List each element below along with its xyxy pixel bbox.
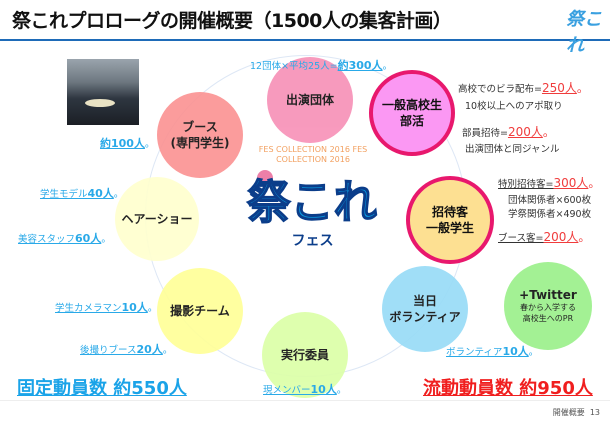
corner-logo: 祭これ: [566, 9, 602, 56]
note-value: 250人: [541, 81, 577, 95]
circle-label: 出演団体: [285, 92, 334, 107]
note-period: 。: [147, 303, 158, 314]
circle-guests: 招待客一般学生: [406, 176, 494, 264]
note-text: 美容スタッフ: [18, 234, 76, 245]
circle-label: (専門学生): [170, 136, 230, 150]
note-value: 約300人: [337, 59, 383, 72]
afterbooth-note: 後撮りブース20人。: [80, 341, 172, 357]
circle-label: ブース: [182, 119, 218, 134]
fes-collection-logo: 祭これ: [246, 170, 378, 228]
circle-label: 部活: [399, 114, 424, 128]
note-value: 200人: [543, 230, 579, 244]
note-value: 40人: [87, 187, 114, 200]
note-period: 。: [576, 81, 589, 95]
circle-label: +Twitter: [519, 288, 577, 303]
note-value: 10人: [121, 301, 148, 314]
model-note: 学生モデル40人。: [40, 185, 123, 201]
note-value: 60人: [75, 232, 102, 245]
title-divider: [0, 39, 610, 41]
note-text: 現メンバー: [263, 385, 311, 396]
note-period: 。: [588, 176, 601, 190]
logo-ring-text: FES COLLECTION 2016 FES COLLECTION 2016: [258, 145, 368, 164]
circle-label: 高校生へのPR: [522, 314, 574, 324]
sakura-icon: [257, 170, 273, 186]
circle-hairshow: ヘアーショー: [115, 177, 199, 261]
circle-committee: 実行委員: [262, 312, 348, 398]
boothguest-note: ブース客=200人。: [498, 228, 590, 245]
logo-wordmark: 祭これ: [247, 175, 377, 228]
fixed-total: 固定動員数 約550人: [17, 378, 187, 399]
note-text: 高校でのビラ配布=: [458, 84, 542, 95]
circle-label: ヘアーショー: [121, 211, 193, 226]
circle-label: 一般学生: [425, 221, 474, 235]
circle-label: 春から入学する: [520, 303, 576, 313]
circle-performers: 出演団体: [267, 57, 353, 143]
note-text: 後撮りブース: [80, 345, 137, 356]
club-note: 部員招待=200人。: [462, 123, 555, 140]
note-text: ボランティア: [446, 347, 503, 358]
performers-note: 12団体×平均25人=約300人。: [250, 57, 392, 73]
circle-label: 一般高校生: [381, 97, 442, 112]
note-period: 。: [542, 125, 555, 139]
logo-sub: フェス: [291, 233, 334, 249]
note-period: 。: [101, 234, 111, 245]
note-text: 12団体×平均25人=: [250, 61, 338, 72]
note-value: 10人: [502, 345, 529, 358]
volunteer-note: ボランティア10人。: [446, 343, 538, 359]
beauty-note: 美容スタッフ60人。: [18, 230, 111, 246]
circle-volunteers: 当日ボランティア: [382, 266, 468, 352]
circle-photo-team: 撮影チーム: [157, 268, 243, 354]
footer-section: 開催概要: [552, 408, 585, 417]
circle-label: 実行委員: [280, 347, 329, 362]
circle-label: 撮影チーム: [170, 303, 230, 318]
genre-note: 出演団体と同ジャンル: [465, 144, 560, 155]
note-text: ブース客=: [498, 233, 544, 244]
page-title: 祭これプロローグの開催概要（1500人の集客計画）: [12, 10, 452, 32]
note-value: 200人: [507, 125, 543, 139]
note-period: 。: [113, 189, 124, 200]
footer-divider: [0, 400, 610, 401]
circle-label: 招待客: [431, 204, 468, 219]
circle-label: ボランティア: [389, 310, 461, 324]
flyer-note: 高校でのビラ配布=250人。: [458, 79, 589, 96]
note-period: 。: [144, 139, 155, 150]
special-note: 特別招待客=300人。: [498, 174, 600, 191]
note-period: 。: [382, 61, 393, 72]
booth-note: 約100人。: [100, 135, 154, 151]
venue-photo: [67, 59, 139, 125]
circle-booth: ブース (専門学生): [157, 92, 243, 178]
circle-label: 当日: [412, 293, 437, 308]
note-text: 部員招待=: [462, 128, 508, 139]
org-note: 団体関係者×600枚: [508, 195, 592, 206]
note-period: 。: [528, 347, 539, 358]
note-period: 。: [336, 385, 347, 396]
camera-note: 学生カメラマン10人。: [55, 299, 157, 315]
floating-total: 流動動員数 約950人: [423, 378, 593, 399]
note-text: 特別招待客=: [498, 179, 554, 190]
note-value: 20人: [136, 343, 163, 356]
member-note: 現メンバー10人。: [263, 381, 346, 397]
note-value: 約100人: [100, 137, 145, 150]
circle-highschool: 一般高校生部活: [369, 70, 455, 156]
appt-note: 10校以上へのアポ取り: [465, 101, 563, 112]
note-period: 。: [162, 345, 173, 356]
note-period: 。: [578, 230, 591, 244]
footer: 開催概要 13: [553, 407, 600, 418]
note-text: 学生モデル: [40, 189, 88, 200]
note-text: 学生カメラマン: [55, 303, 122, 314]
page-number: 13: [589, 408, 600, 417]
note-value: 10人: [310, 383, 337, 396]
fest-note: 学祭関係者×490枚: [508, 209, 592, 220]
note-value: 300人: [553, 176, 589, 190]
